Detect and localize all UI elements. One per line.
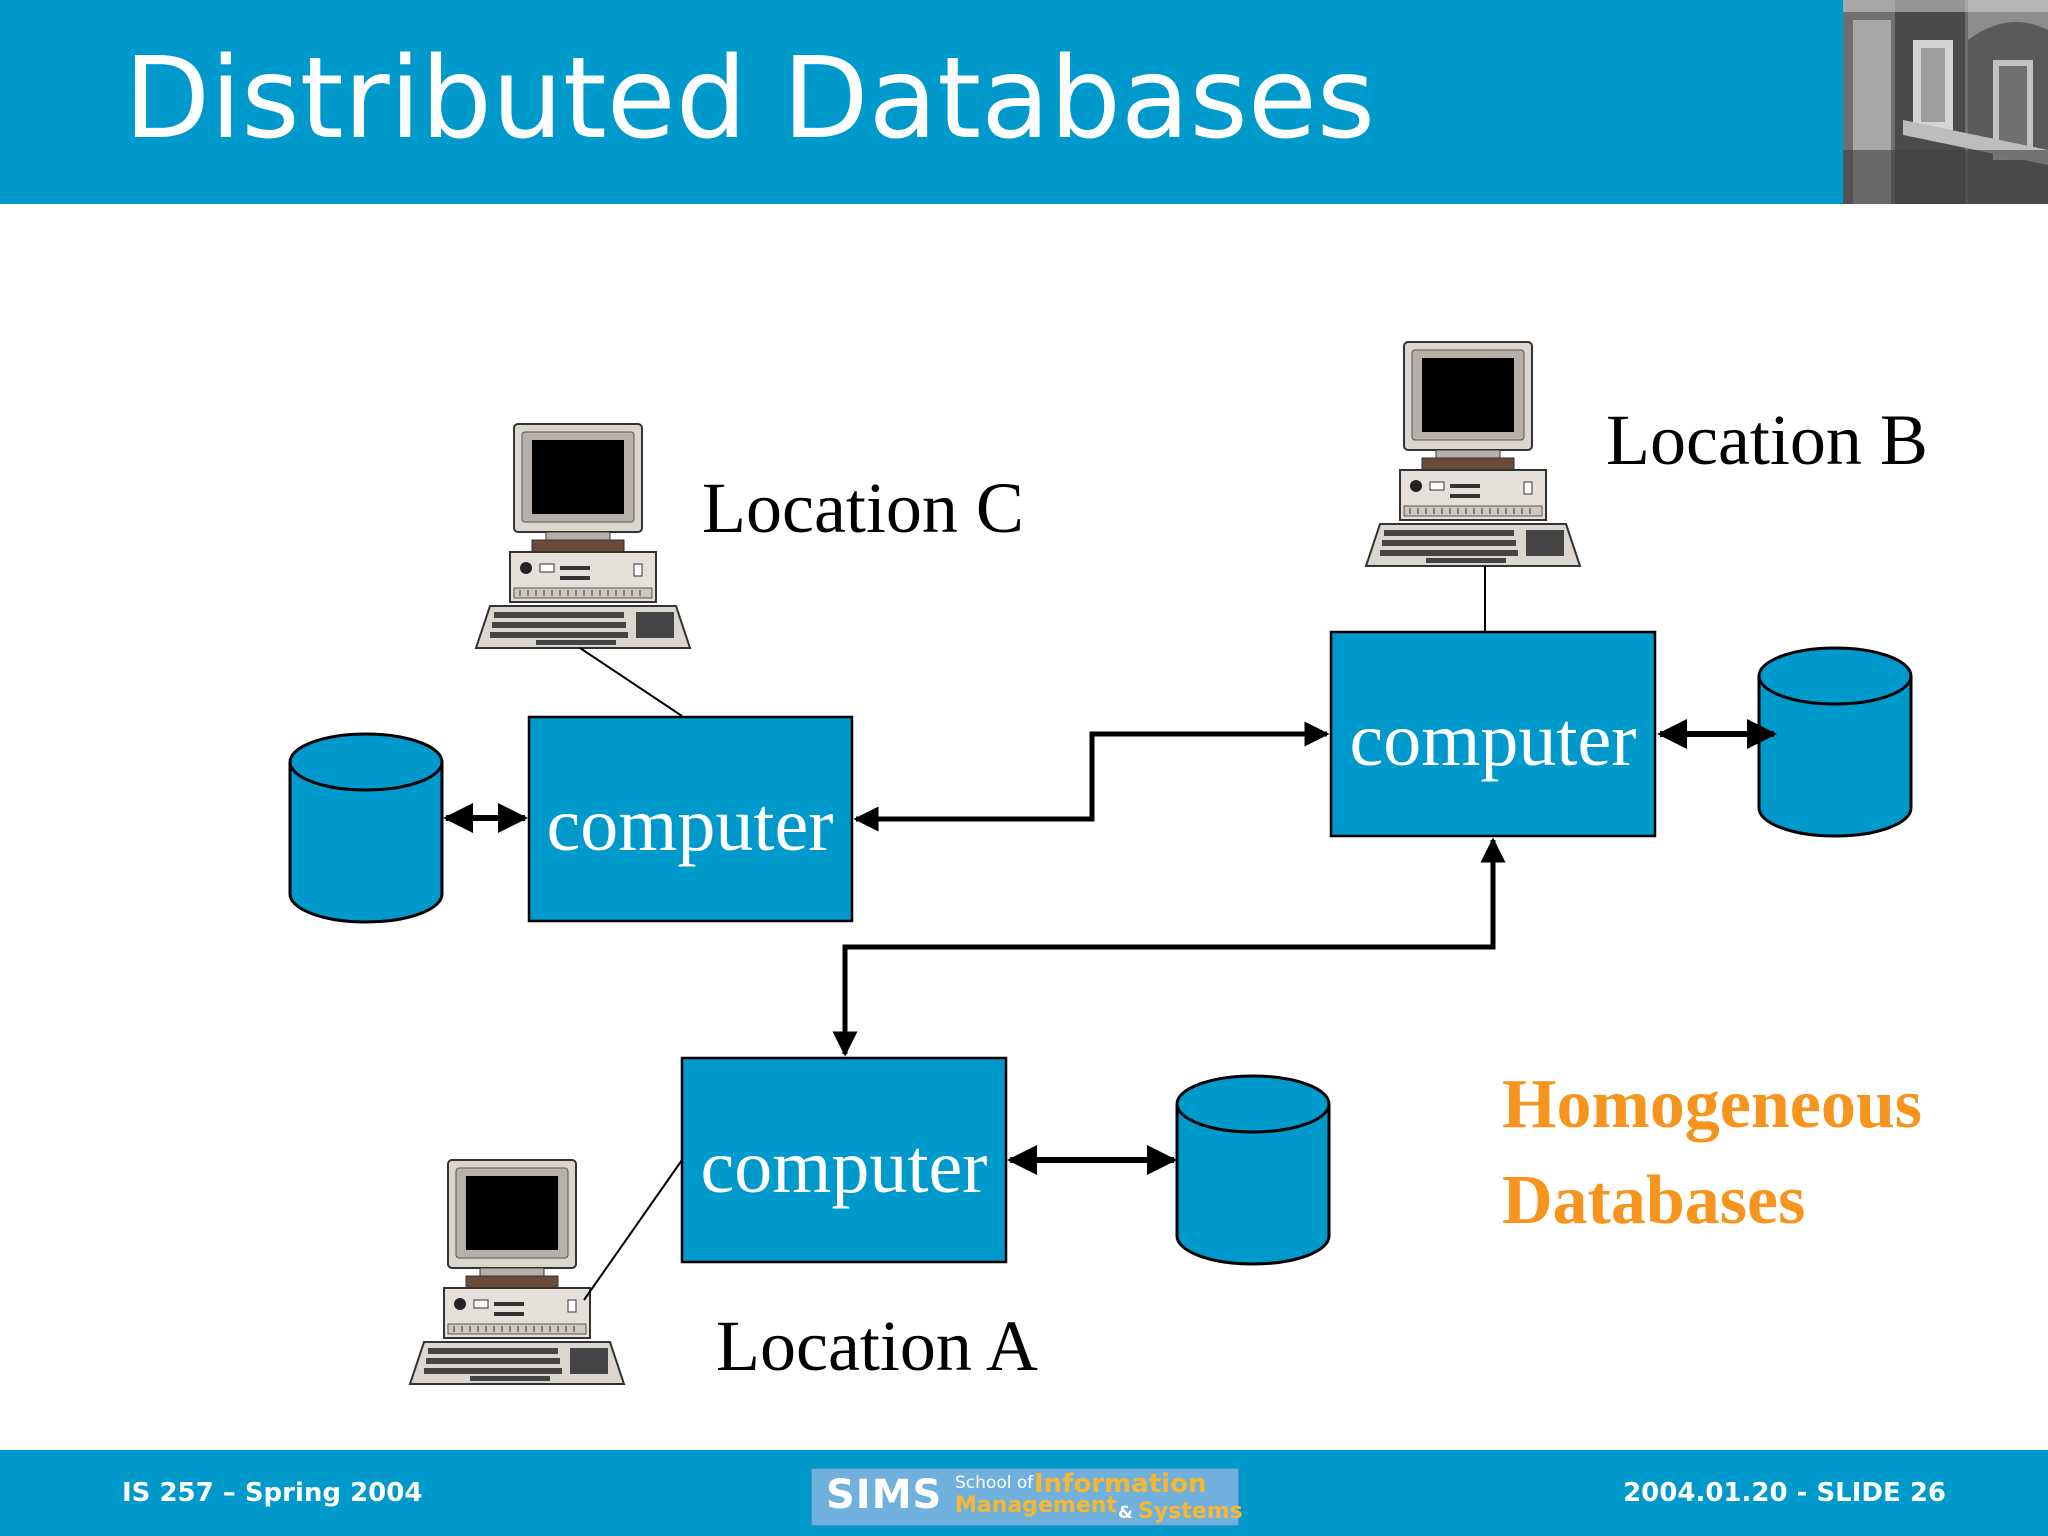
homogeneous-caption-line1: Homogeneous [1502, 1066, 1922, 1143]
footer-course: IS 257 – Spring 2004 [122, 1478, 423, 1508]
link-a-b-arrow [832, 837, 1506, 1057]
sims-logo: SIMS School of Information Management & … [811, 1468, 1243, 1526]
logo-systems-text: Systems [1138, 1499, 1243, 1524]
location-b-pc-icon [1365, 341, 1581, 567]
location-b-computer-box [1329, 630, 1657, 838]
location-c-pc-link [579, 647, 683, 717]
location-a-computer-box [680, 1056, 1008, 1264]
logo-ampersand-text: & [1118, 1503, 1133, 1523]
location-a-computer-label: computer [700, 1125, 987, 1209]
location-c-computer-label: computer [546, 783, 833, 867]
slide-title: Distributed Databases [124, 34, 1376, 164]
homogeneous-caption-line2: Databases [1502, 1162, 1805, 1239]
logo-sims-text: SIMS [826, 1472, 943, 1518]
location-c-pc-icon [475, 423, 691, 649]
building-photo [1843, 0, 2048, 204]
header-bar [0, 0, 2048, 204]
logo-management-text: Management [955, 1493, 1117, 1518]
location-c-label: Location C [702, 468, 1024, 548]
logo-information-text: Information [1034, 1469, 1207, 1499]
location-c-computer-box [527, 715, 854, 923]
link-c-b-arrow [853, 721, 1330, 832]
location-a-pc-icon [409, 1159, 625, 1385]
location-b-computer-label: computer [1349, 698, 1636, 782]
location-a-label: Location A [716, 1306, 1038, 1386]
logo-school-of-text: School of [955, 1473, 1034, 1493]
location-a-pc-link [583, 1159, 683, 1301]
location-a-db-icon [1175, 1074, 1331, 1266]
location-b-db-icon [1757, 646, 1913, 838]
location-b-label: Location B [1606, 400, 1928, 480]
location-c-db-icon [288, 732, 444, 924]
footer-slide-number: 2004.01.20 - SLIDE 26 [1623, 1478, 1946, 1508]
